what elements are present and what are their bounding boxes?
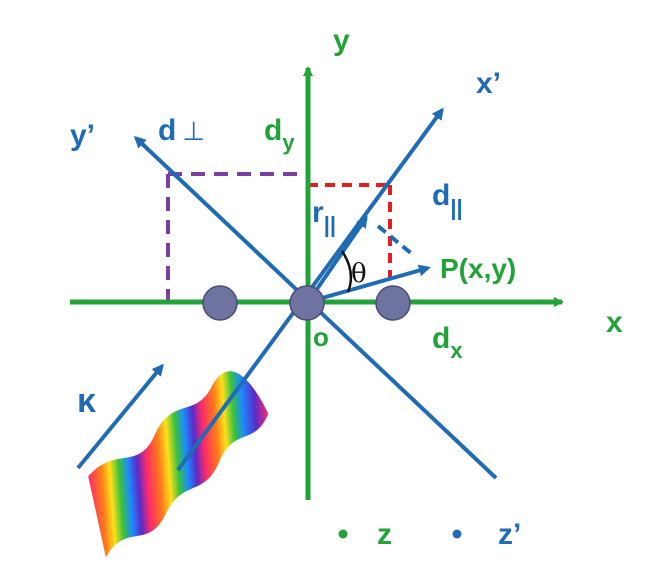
z-label: z <box>377 518 392 551</box>
point-label: P(x,y) <box>440 253 516 284</box>
x-prime-label: x’ <box>476 67 501 100</box>
z-prime-dot <box>452 529 462 539</box>
atoms <box>202 285 411 321</box>
d-perp-label: d⊥ <box>158 114 205 147</box>
kappa-label: κ <box>77 382 96 420</box>
d-parallel-label: d|| <box>432 179 463 220</box>
z-dot <box>338 529 348 539</box>
atom-right <box>375 285 411 321</box>
z-prime-label: z’ <box>498 518 521 551</box>
y-prime-label: y’ <box>70 119 95 152</box>
blue-dashed-projection <box>376 224 414 256</box>
origin-label: o <box>313 322 329 352</box>
wave-packet-image <box>88 371 269 558</box>
y-axis-label: y <box>333 24 350 57</box>
d-x-label: dx <box>432 322 463 363</box>
r-parallel-label: r|| <box>312 196 336 237</box>
atom-left <box>202 285 238 321</box>
atom-center <box>289 285 325 321</box>
kappa-arrow <box>76 363 164 470</box>
d-y-label: dy <box>264 114 295 155</box>
p-vector <box>307 264 431 304</box>
x-axis-label: x <box>606 306 623 339</box>
purple-dashed-box <box>166 172 305 300</box>
r-parallel-vector <box>306 215 368 304</box>
theta-label: θ <box>351 259 367 289</box>
red-dashed-box <box>308 183 392 285</box>
theta-arc <box>340 250 353 293</box>
